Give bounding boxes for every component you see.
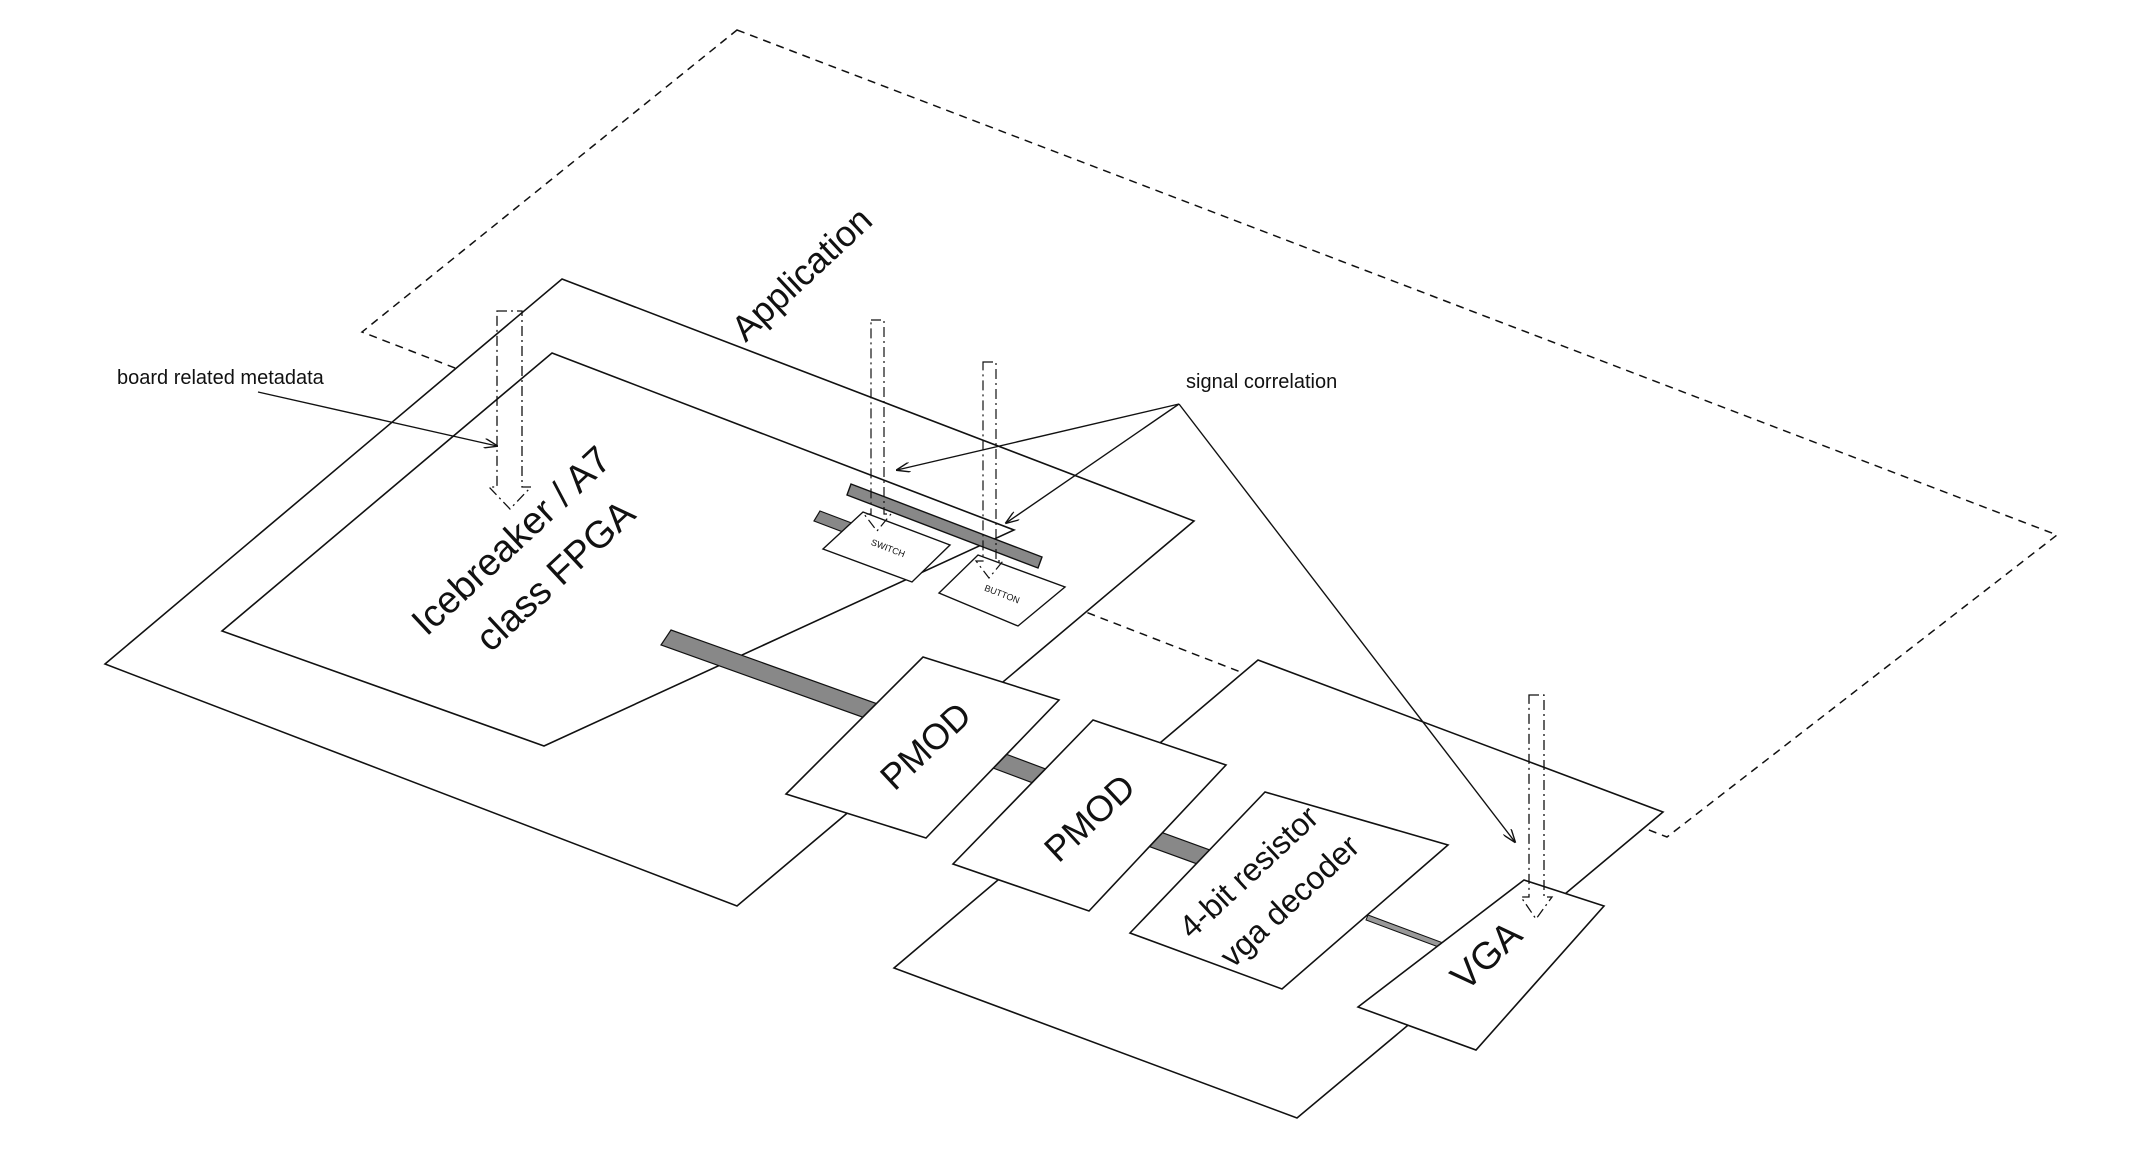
metadata-arrow-vga bbox=[1519, 694, 1554, 921]
decoder-component bbox=[1128, 791, 1450, 990]
io-connector-strip bbox=[846, 483, 1043, 569]
metadata-arrow-button bbox=[974, 361, 1005, 579]
vga-component bbox=[1356, 879, 1606, 1051]
signal-correlation-pointer-button bbox=[1006, 403, 1180, 523]
annotation-signal-correlation: signal correlation bbox=[1186, 371, 1337, 393]
application-plane bbox=[360, 29, 2059, 838]
metadata-arrow-switch bbox=[862, 319, 893, 532]
application-label: Application bbox=[723, 199, 880, 349]
annotation-board-metadata-pointer bbox=[257, 391, 497, 446]
button-component bbox=[937, 554, 1067, 627]
annotation-board-metadata: board related metadata bbox=[117, 367, 325, 389]
metadata-arrow-fpga bbox=[487, 310, 533, 510]
signal-correlation-pointer-switch bbox=[897, 403, 1180, 470]
fpga-chip bbox=[220, 352, 1017, 747]
pmod-right bbox=[951, 719, 1228, 912]
pmod-left bbox=[784, 656, 1061, 839]
switch-component bbox=[821, 511, 952, 583]
signal-correlation-pointer-vga bbox=[1178, 403, 1515, 842]
